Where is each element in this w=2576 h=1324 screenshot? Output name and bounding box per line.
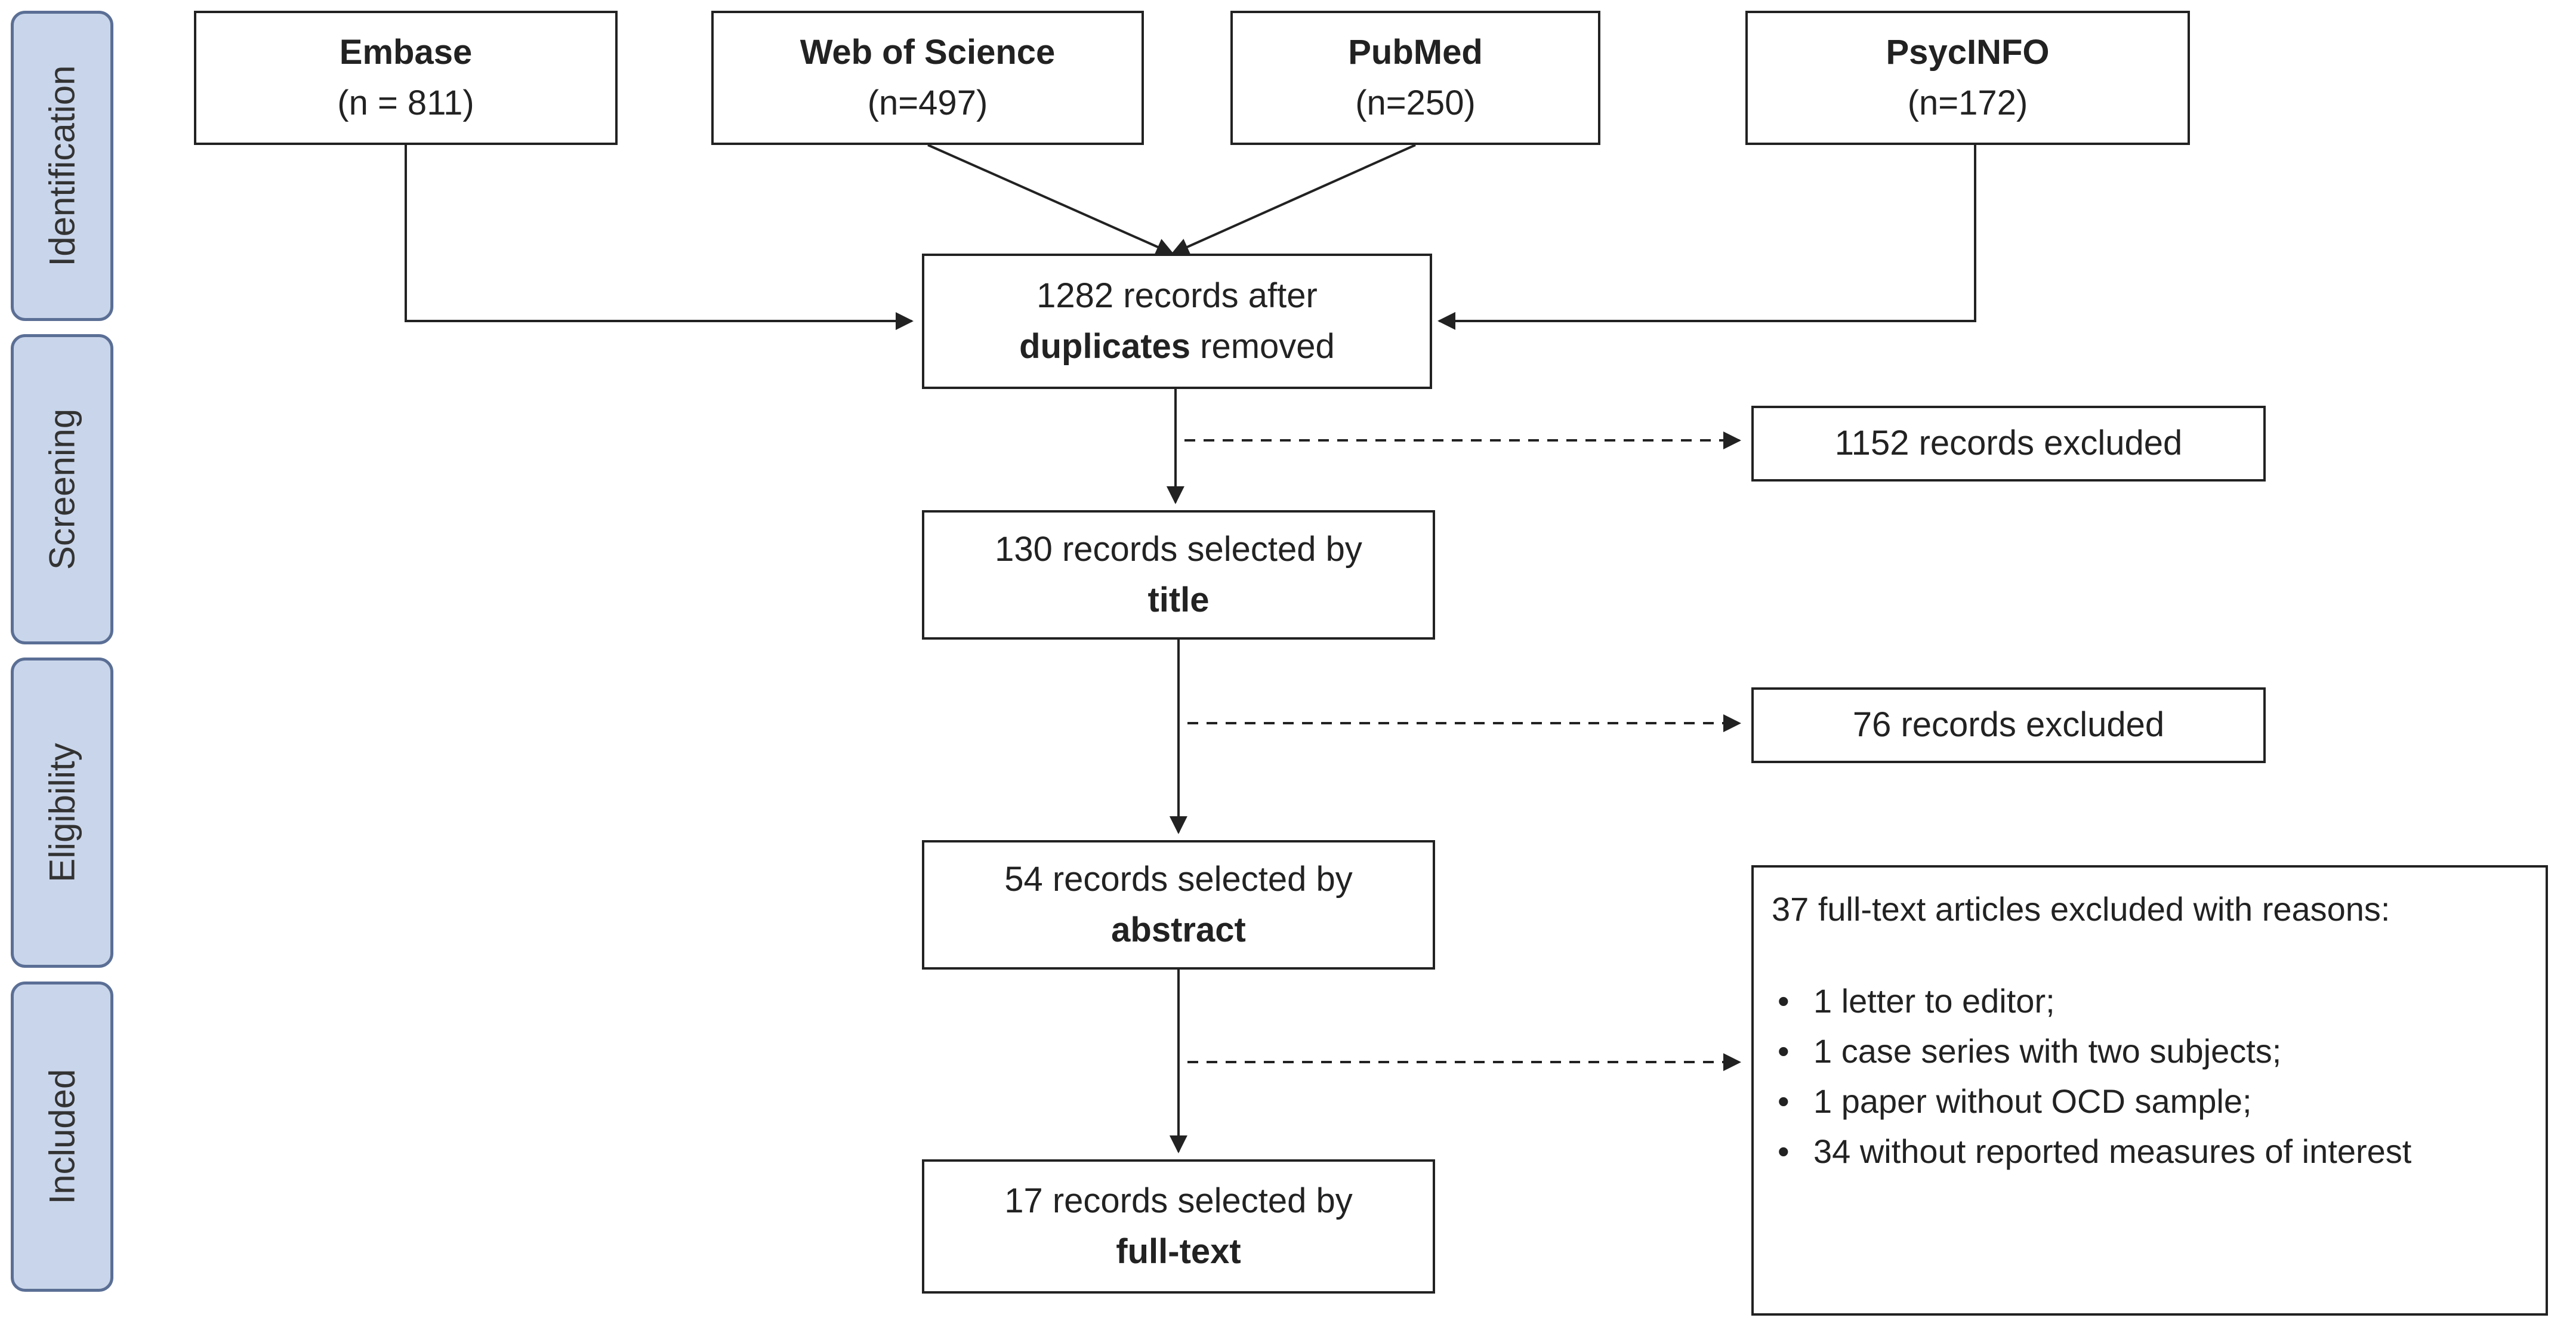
excluded-eligibility-box: 76 records excluded: [1751, 687, 2266, 763]
phase-included: Included: [11, 982, 113, 1292]
source-pubmed: PubMed (n=250): [1230, 11, 1600, 145]
fulltext-exclusions-heading: 37 full-text articles excluded with reas…: [1772, 890, 2390, 928]
title-bold: title: [1147, 580, 1210, 619]
connector-wos: [927, 144, 1174, 255]
abstract-bold: abstract: [1111, 910, 1246, 949]
source-psycinfo-count: (n=172): [1907, 83, 2028, 122]
connector-psycinfo: [1437, 137, 1976, 330]
phase-eligibility-label: Eligibility: [42, 743, 82, 882]
source-pubmed-count: (n=250): [1355, 83, 1476, 122]
list-item: 1 paper without OCD sample;: [1772, 1076, 2528, 1127]
phase-identification: Identification: [11, 11, 113, 321]
fulltext-bold: full-text: [1116, 1232, 1241, 1271]
source-wos: Web of Science (n=497): [711, 11, 1144, 145]
connector-pubmed: [1171, 144, 1416, 255]
phase-eligibility: Eligibility: [11, 658, 113, 968]
source-wos-count: (n=497): [867, 83, 988, 122]
fulltext-box: 17 records selected by full-text: [922, 1159, 1435, 1294]
phase-screening: Screening: [11, 334, 113, 644]
source-psycinfo: PsycINFO (n=172): [1745, 11, 2190, 145]
source-embase-count: (n = 811): [337, 83, 474, 122]
dedup-box: 1282 records after duplicates removed: [922, 254, 1432, 389]
excluded-screening-box: 1152 records excluded: [1751, 406, 2266, 482]
excluded-eligibility-text: 76 records excluded: [1852, 705, 2165, 745]
list-item: 1 letter to editor;: [1772, 976, 2528, 1026]
source-embase: Embase (n = 811): [194, 11, 618, 145]
title-line1: 130 records selected by: [995, 530, 1362, 569]
fulltext-line1: 17 records selected by: [1004, 1181, 1353, 1221]
list-item: 34 without reported measures of interest: [1772, 1127, 2528, 1177]
source-pubmed-name: PubMed: [1348, 33, 1483, 72]
phase-screening-label: Screening: [42, 408, 82, 570]
abstract-line1: 54 records selected by: [1004, 860, 1353, 899]
excluded-screening-text: 1152 records excluded: [1834, 424, 2183, 463]
fulltext-exclusions-list: 1 letter to editor; 1 case series with t…: [1772, 976, 2528, 1177]
source-wos-name: Web of Science: [800, 33, 1056, 72]
connector-embase: [405, 137, 914, 331]
abstract-box: 54 records selected by abstract: [922, 840, 1435, 970]
list-item: 1 case series with two subjects;: [1772, 1026, 2528, 1076]
source-psycinfo-name: PsycINFO: [1886, 33, 2050, 72]
dedup-bold: duplicates: [1019, 326, 1191, 366]
source-embase-name: Embase: [339, 33, 473, 72]
phase-identification-label: Identification: [42, 65, 82, 267]
dedup-rest: removed: [1190, 326, 1335, 366]
dedup-line1: 1282 records after: [1036, 276, 1318, 316]
title-box: 130 records selected by title: [922, 510, 1435, 640]
fulltext-exclusions-box: 37 full-text articles excluded with reas…: [1751, 865, 2548, 1316]
phase-included-label: Included: [42, 1069, 82, 1205]
